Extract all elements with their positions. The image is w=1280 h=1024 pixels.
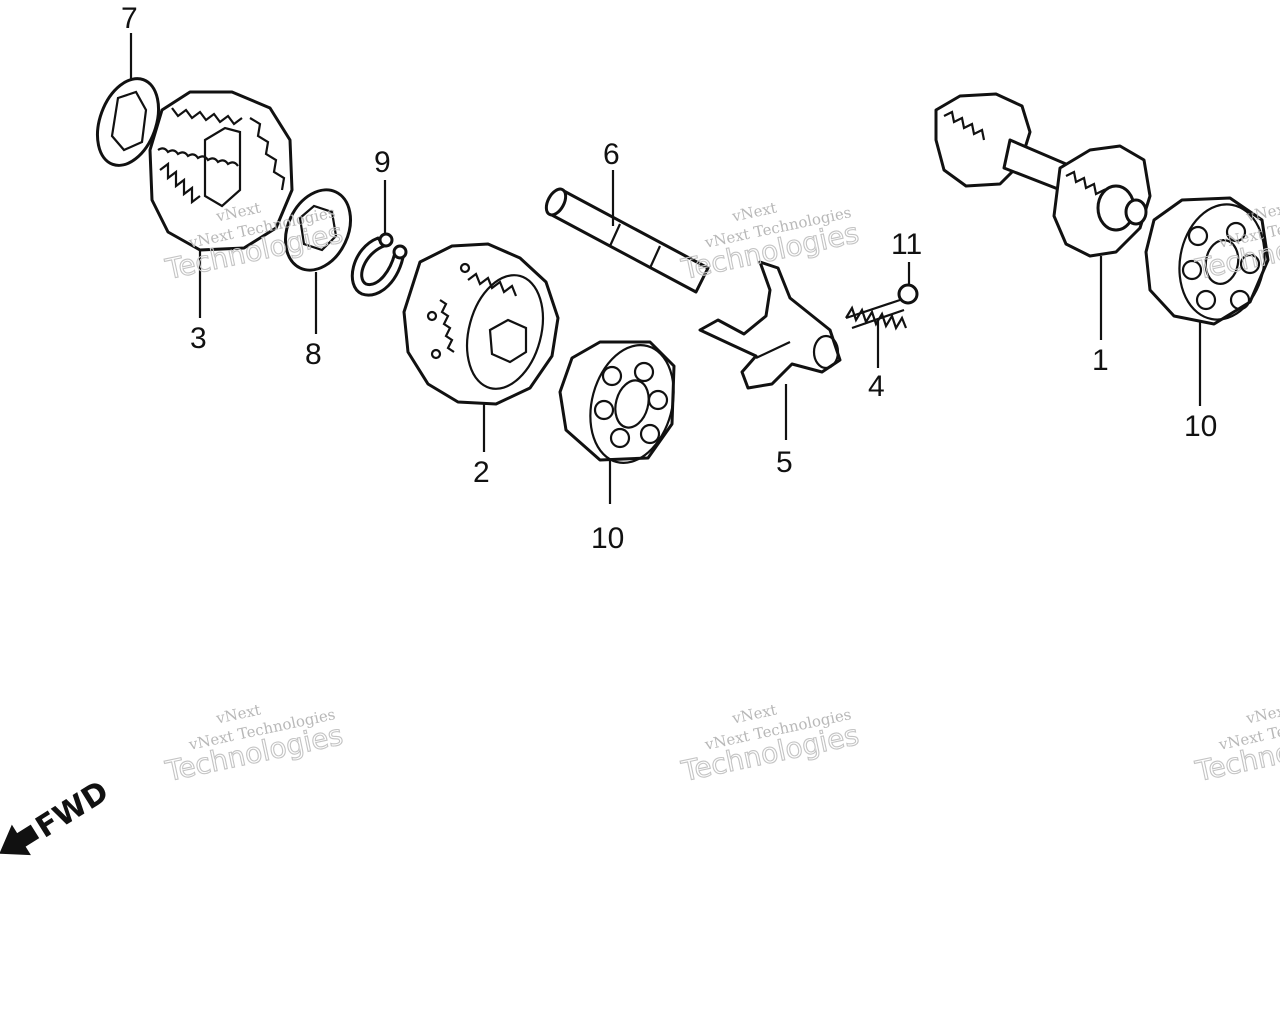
- callout-5[interactable]: 5: [776, 446, 793, 479]
- callout-4[interactable]: 4: [868, 370, 885, 403]
- callout-8[interactable]: 8: [305, 338, 322, 371]
- callout-6[interactable]: 6: [603, 138, 620, 171]
- part-3-gear[interactable]: [148, 90, 294, 252]
- watermark-bottom-right: vNext vNext Technologies Technologies: [1191, 701, 1280, 789]
- callout-3[interactable]: 3: [190, 322, 207, 355]
- fwd-arrow-icon: [0, 824, 40, 856]
- part-9-circlip[interactable]: [350, 232, 408, 297]
- watermark-bottom-center: vNext vNext Technologies Technologies: [677, 701, 862, 789]
- leader-lines: [129, 33, 1202, 504]
- part-6-shaft[interactable]: [542, 186, 710, 294]
- callout-7[interactable]: 7: [121, 2, 138, 35]
- part-2-gear[interactable]: [402, 242, 560, 406]
- part-11-ball[interactable]: [897, 283, 919, 305]
- part-1-countershaft[interactable]: [934, 92, 1152, 258]
- callout-1[interactable]: 1: [1092, 344, 1109, 377]
- part-10-bearing-left[interactable]: [558, 336, 686, 473]
- callout-11[interactable]: 11: [891, 228, 922, 261]
- part-5-fork[interactable]: [698, 260, 842, 390]
- fwd-indicator: FWD: [0, 774, 115, 856]
- part-10-bearing-right[interactable]: [1144, 196, 1273, 327]
- callouts: 7 3 8 9 2 10 6 5 4 11 1 10: [121, 2, 1217, 555]
- callout-9[interactable]: 9: [374, 146, 391, 179]
- callout-2[interactable]: 2: [473, 456, 490, 489]
- fwd-label: FWD: [30, 774, 115, 845]
- part-8-washer[interactable]: [273, 179, 363, 280]
- callout-10-right[interactable]: 10: [1184, 410, 1217, 443]
- part-4-spring[interactable]: [845, 298, 908, 331]
- callout-10-left[interactable]: 10: [591, 522, 624, 555]
- watermark-bottom-left: vNext vNext Technologies Technologies: [161, 701, 346, 789]
